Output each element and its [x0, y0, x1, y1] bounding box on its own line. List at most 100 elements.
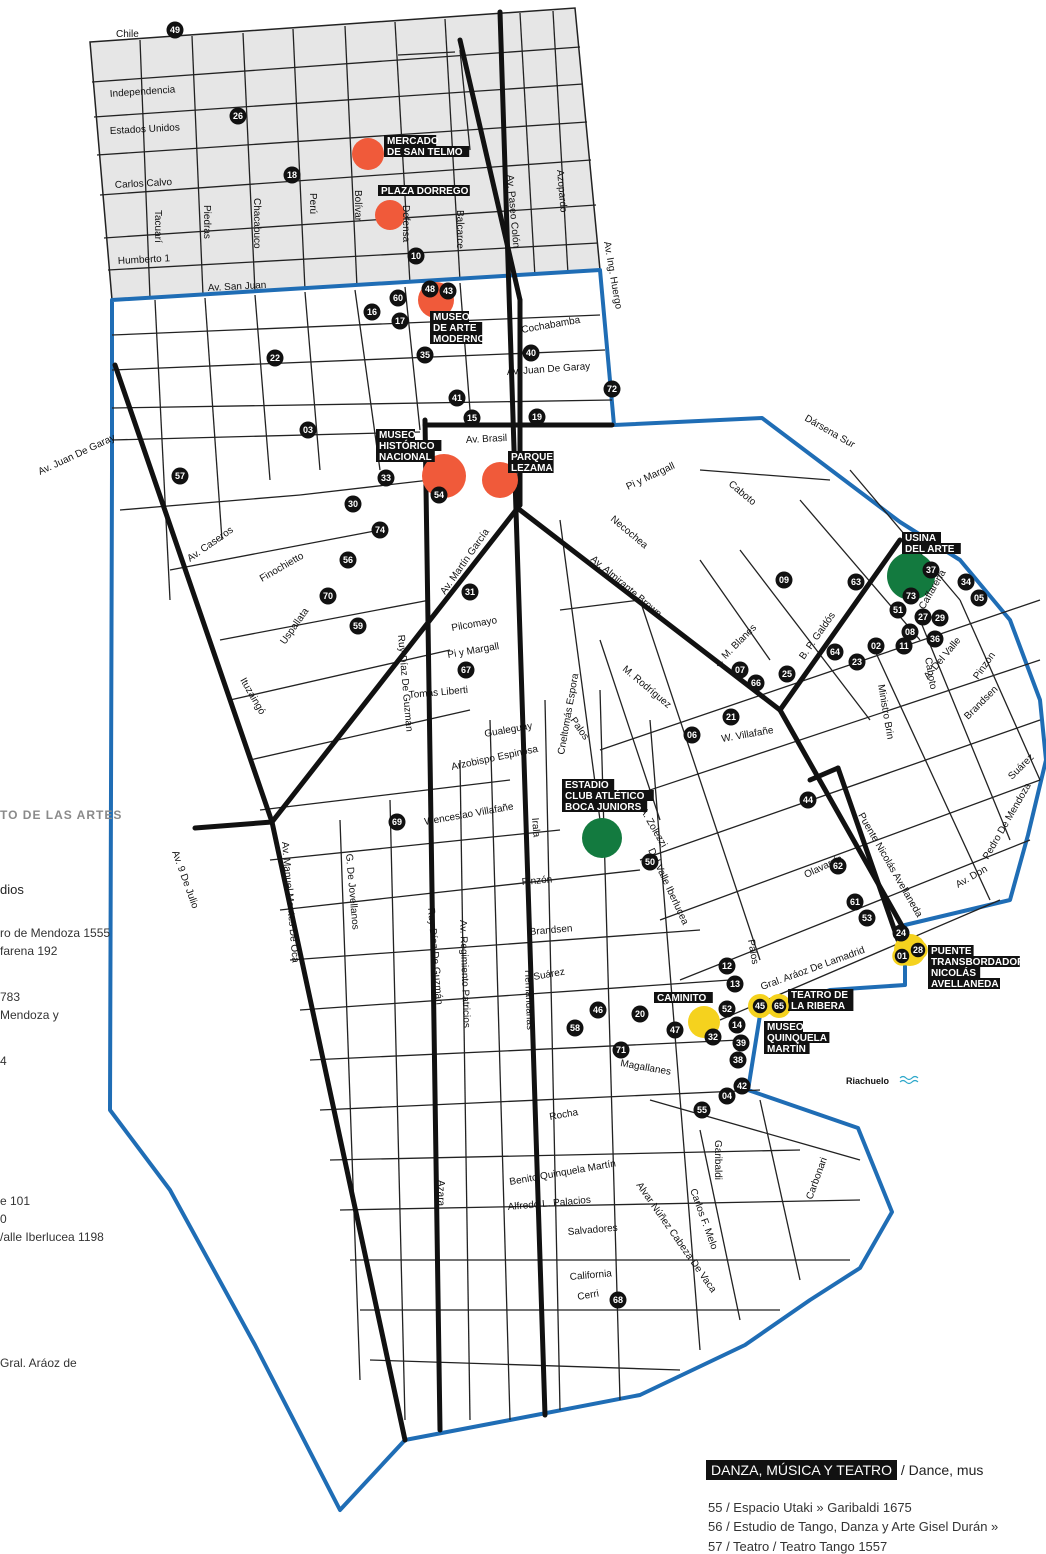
marker-05: 05	[970, 589, 988, 607]
marker-26: 26	[229, 107, 247, 125]
marker-number: 18	[287, 170, 297, 180]
marker-number: 52	[722, 1004, 732, 1014]
street-label: Palos	[745, 939, 760, 966]
street-label: Pinzón	[521, 874, 552, 888]
marker-number: 32	[708, 1032, 718, 1042]
marker-16: 16	[363, 303, 381, 321]
street-label: Av. San Juan	[208, 280, 267, 294]
street-label: Estados Unidos	[110, 122, 181, 137]
side-line: e 101	[0, 1194, 31, 1208]
marker-number: 38	[733, 1055, 743, 1065]
marker-number: 57	[175, 471, 185, 481]
section-header-highlight: DANZA, MÚSICA Y TEATRO	[706, 1460, 898, 1480]
street-label: Azopardo	[554, 169, 569, 213]
marker-17: 17	[391, 312, 409, 330]
marker-66: 66	[747, 674, 765, 692]
side-section-subtitle: dios	[0, 882, 24, 897]
street-label: Brandsen	[529, 923, 573, 938]
marker-number: 50	[645, 857, 655, 867]
marker-number: 15	[467, 413, 477, 423]
section-header-rest: / Dance, mus	[897, 1462, 984, 1478]
marker-47: 47	[666, 1021, 684, 1039]
marker-number: 03	[303, 425, 313, 435]
marker-21: 21	[722, 708, 740, 726]
street-label: Rocha	[549, 1107, 580, 1123]
marker-67: 67	[457, 661, 475, 679]
street-grid	[111, 282, 1041, 1421]
avenues	[112, 9, 913, 1443]
place-label-text: LEZAMA	[511, 463, 553, 474]
marker-18: 18	[283, 166, 301, 184]
marker-24: 24	[892, 924, 910, 942]
marker-29: 29	[931, 609, 949, 627]
marker-63: 63	[847, 573, 865, 591]
marker-49: 49	[166, 21, 184, 39]
marker-34: 34	[957, 573, 975, 591]
marker-42: 42	[733, 1077, 751, 1095]
marker-number: 29	[935, 613, 945, 623]
marker-53: 53	[858, 909, 876, 927]
marker-28: 28	[908, 940, 928, 960]
marker-45: 45	[750, 996, 770, 1016]
marker-number: 31	[465, 587, 475, 597]
marker-44: 44	[799, 791, 817, 809]
side-line: Gral. Aráoz de	[0, 1356, 77, 1370]
place-label-text: TEATRO DE	[791, 990, 848, 1001]
place-label-text: CLUB ATLÉTICO	[565, 789, 645, 802]
marker-number: 74	[375, 525, 385, 535]
marker-55: 55	[693, 1101, 711, 1119]
marker-37: 37	[922, 561, 940, 579]
side-line: 4	[0, 1054, 7, 1068]
marker-number: 12	[722, 961, 732, 971]
marker-09: 09	[775, 571, 793, 589]
marker-50: 50	[641, 853, 659, 871]
marker-04: 04	[718, 1087, 736, 1105]
marker-number: 46	[593, 1005, 603, 1015]
marker-number: 51	[893, 605, 903, 615]
street-label: Garibaldi	[712, 1140, 723, 1180]
place-label-caminito: CAMINITO	[654, 992, 713, 1004]
marker-number: 09	[779, 575, 789, 585]
marker-number: 33	[381, 473, 391, 483]
place-label-text: DEL ARTE	[905, 544, 955, 555]
marker-number: 61	[850, 897, 860, 907]
venue-line: 57 / Teatro / Teatro Tango 1557	[708, 1539, 888, 1554]
marker-number: 19	[532, 412, 542, 422]
marker-number: 01	[897, 951, 907, 961]
marker-number: 24	[896, 928, 906, 938]
marker-number: 71	[616, 1045, 626, 1055]
marker-39: 39	[732, 1034, 750, 1052]
marker-number: 58	[570, 1023, 580, 1033]
marker-number: 44	[803, 795, 813, 805]
marker-71: 71	[612, 1041, 630, 1059]
street-label: Bolívar	[352, 190, 363, 222]
marker-number: 48	[425, 284, 435, 294]
marker-65: 65	[769, 996, 789, 1016]
marker-number: 55	[697, 1105, 707, 1115]
marker-number: 43	[443, 286, 453, 296]
marker-number: 64	[830, 647, 840, 657]
street-label: Chile	[116, 29, 139, 40]
marker-number: 65	[774, 1001, 784, 1011]
place-label-text: MUSEO	[379, 430, 416, 441]
marker-number: 49	[170, 25, 180, 35]
place-label-text: CAMINITO	[657, 993, 706, 1004]
marker-number: 10	[411, 251, 421, 261]
place-label-text: PUENTE	[931, 946, 972, 957]
marker-number: 41	[452, 393, 462, 403]
marker-60: 60	[389, 289, 407, 307]
street-label: Carlos Calvo	[115, 177, 173, 191]
marker-48: 48	[421, 280, 439, 298]
place-label-text: MUSEO	[433, 312, 470, 323]
marker-number: 36	[930, 634, 940, 644]
street-label: Av. Brasil	[466, 433, 508, 446]
museo-historico-dot	[422, 454, 466, 498]
marker-number: 56	[343, 555, 353, 565]
place-label-text: QUINQUELA	[767, 1033, 827, 1044]
street-label: Tacuarí	[152, 210, 163, 243]
